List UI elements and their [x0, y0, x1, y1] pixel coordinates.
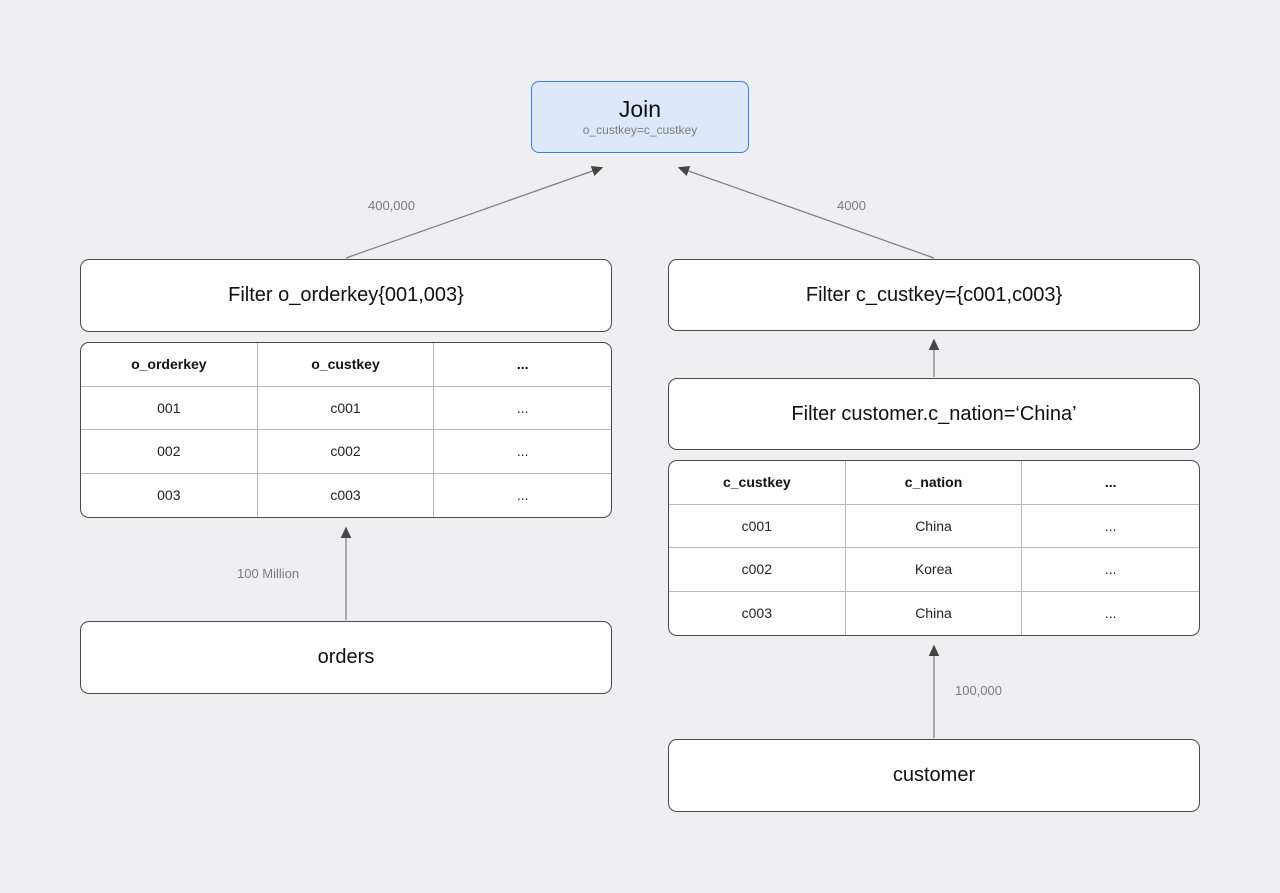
edge-label-orders-cardinality: 100 Million — [237, 566, 300, 581]
orders-table-cell: 001 — [81, 386, 258, 430]
edge-left-filter-to-join — [345, 166, 604, 259]
right-custkey-filter-node: Filter c_custkey={c001,c003} — [668, 259, 1200, 331]
orders-sample-table: o_orderkey o_custkey ... 001 c001 ... 00… — [80, 342, 612, 518]
orders-table-cell: c003 — [258, 473, 435, 517]
customer-table-header: c_custkey — [669, 461, 846, 505]
customer-table-cell: China — [845, 504, 1023, 548]
edge-label-right-to-join: 4000 — [837, 198, 866, 213]
edge-label-customer-cardinality: 100,000 — [955, 683, 1002, 698]
orders-table-header: ... — [434, 343, 611, 387]
customer-table-cell: ... — [1104, 605, 1117, 622]
right-nation-filter-label: Filter customer.c_nation=‘China’ — [791, 402, 1077, 425]
customer-source-node: customer — [668, 739, 1200, 812]
orders-table-header: o_custkey — [257, 343, 435, 387]
left-filter-label: Filter o_orderkey{001,003} — [228, 284, 464, 306]
customer-table-cell: ... — [1022, 548, 1199, 592]
customer-table-cell: China — [846, 591, 1023, 635]
customer-table-header: ... — [1022, 461, 1199, 505]
right-custkey-filter-label: Filter c_custkey={c001,c003} — [805, 283, 1063, 306]
orders-table-cell: 002 — [81, 430, 258, 474]
right-nation-filter-node: Filter customer.c_nation=‘China’ — [668, 378, 1200, 450]
edge-right-filter-to-join — [677, 166, 935, 259]
left-filter-node: Filter o_orderkey{001,003} — [80, 259, 612, 332]
orders-source-label: orders — [317, 646, 375, 668]
join-title: Join — [618, 96, 662, 122]
customer-table-cell: c003 — [669, 591, 846, 635]
customer-table-cell: Korea — [845, 548, 1023, 592]
orders-table-header: o_orderkey — [81, 343, 258, 387]
customer-source-label: customer — [892, 764, 976, 786]
orders-table-cell: ... — [434, 387, 611, 430]
join-node: Join o_custkey=c_custkey — [531, 81, 749, 153]
orders-table-cell: ... — [434, 430, 611, 474]
customer-sample-table: c_custkey c_nation ... c001 China ... c0… — [668, 460, 1200, 636]
join-condition: o_custkey=c_custkey — [582, 123, 698, 137]
orders-table-cell: c002 — [257, 430, 435, 474]
customer-table-cell: c001 — [669, 504, 846, 548]
customer-table-cell: c002 — [669, 548, 846, 592]
orders-table-cell: ... — [516, 487, 529, 504]
orders-table-cell: c001 — [257, 386, 435, 430]
customer-table-header: c_nation — [845, 461, 1023, 505]
edge-label-left-to-join: 400,000 — [368, 198, 415, 213]
orders-source-node: orders — [80, 621, 612, 694]
customer-table-cell: ... — [1022, 505, 1199, 548]
orders-table-cell: 003 — [81, 473, 258, 517]
